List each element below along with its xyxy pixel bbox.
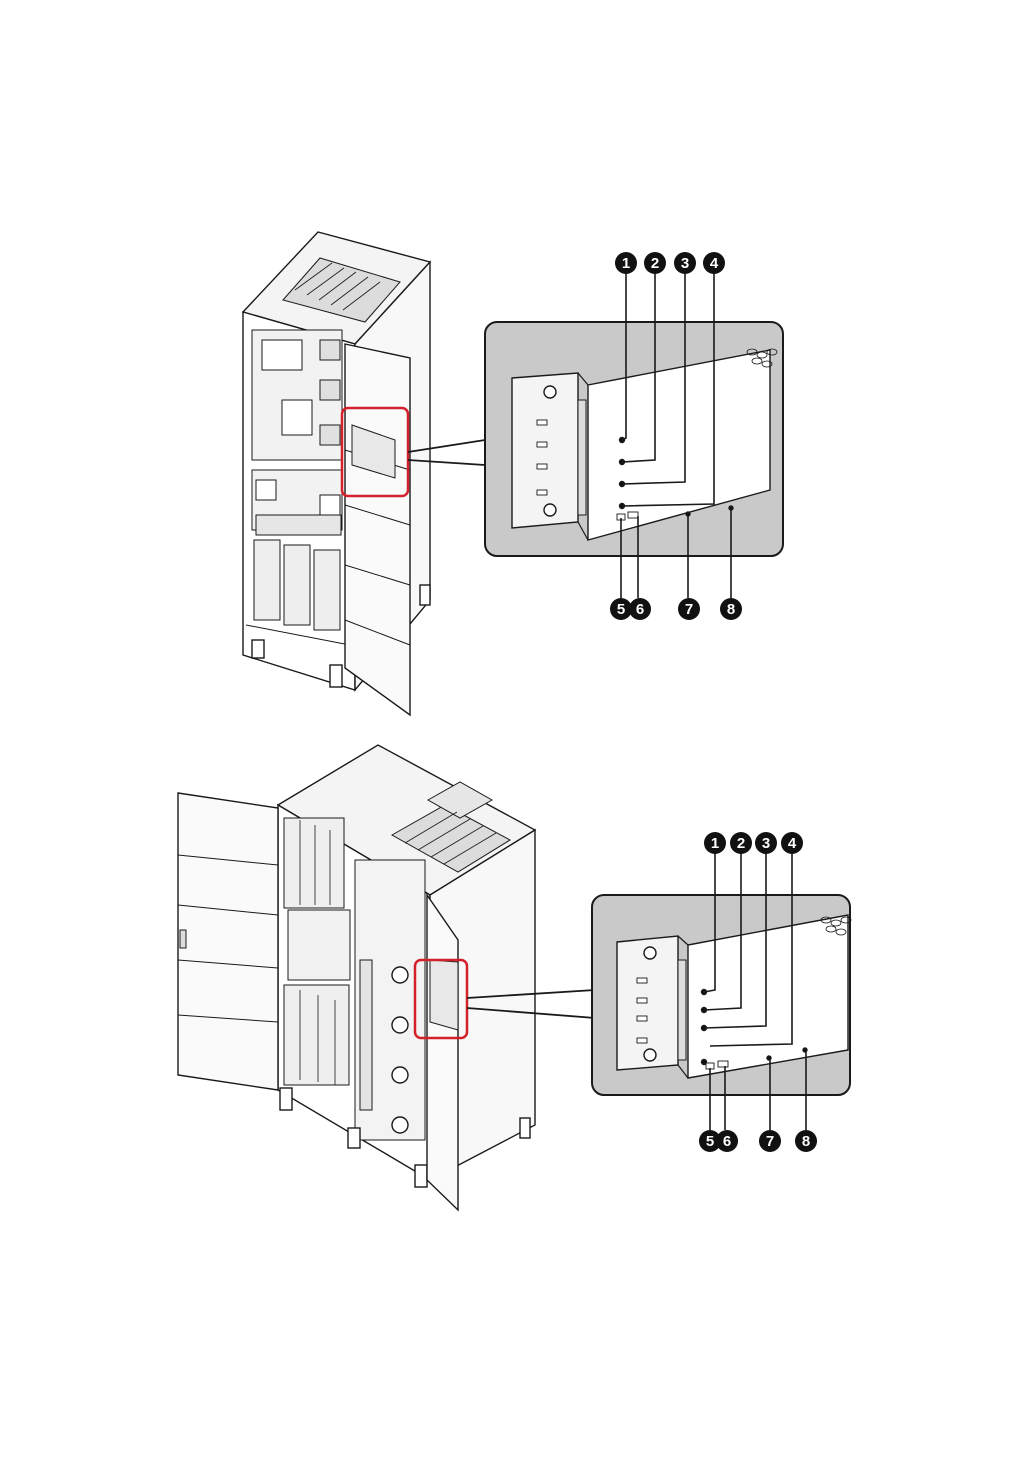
bottom-callout-1: 1: [711, 835, 719, 852]
top-figure: [243, 232, 783, 715]
bottom-callouts-bottom: 5 6 7 8: [699, 1130, 817, 1152]
top-callouts-bottom: 5 6 7 8: [610, 598, 742, 620]
top-callout-7: 7: [685, 601, 693, 618]
top-inset: [485, 322, 783, 556]
top-callout-2: 2: [651, 255, 659, 272]
top-cabinet: [243, 232, 430, 715]
bottom-callout-6: 6: [723, 1133, 731, 1150]
bottom-callout-7: 7: [766, 1133, 774, 1150]
bottom-cabinet: [178, 745, 535, 1210]
bottom-callout-4: 4: [788, 835, 797, 852]
top-callout-5: 5: [617, 601, 625, 618]
top-callout-6: 6: [636, 601, 644, 618]
bottom-figure: [178, 745, 851, 1210]
bottom-callout-3: 3: [762, 835, 770, 852]
top-callout-8: 8: [727, 601, 735, 618]
bottom-callout-8: 8: [802, 1133, 810, 1150]
top-callouts-top: 1 2 3 4: [615, 252, 725, 274]
top-callout-3: 3: [681, 255, 689, 272]
bottom-inset: [592, 895, 851, 1095]
bottom-callouts-top: 1 2 3 4: [704, 832, 803, 854]
bottom-callout-5: 5: [706, 1133, 714, 1150]
top-callout-1: 1: [622, 255, 630, 272]
top-callout-4: 4: [710, 255, 719, 272]
bottom-callout-2: 2: [737, 835, 745, 852]
